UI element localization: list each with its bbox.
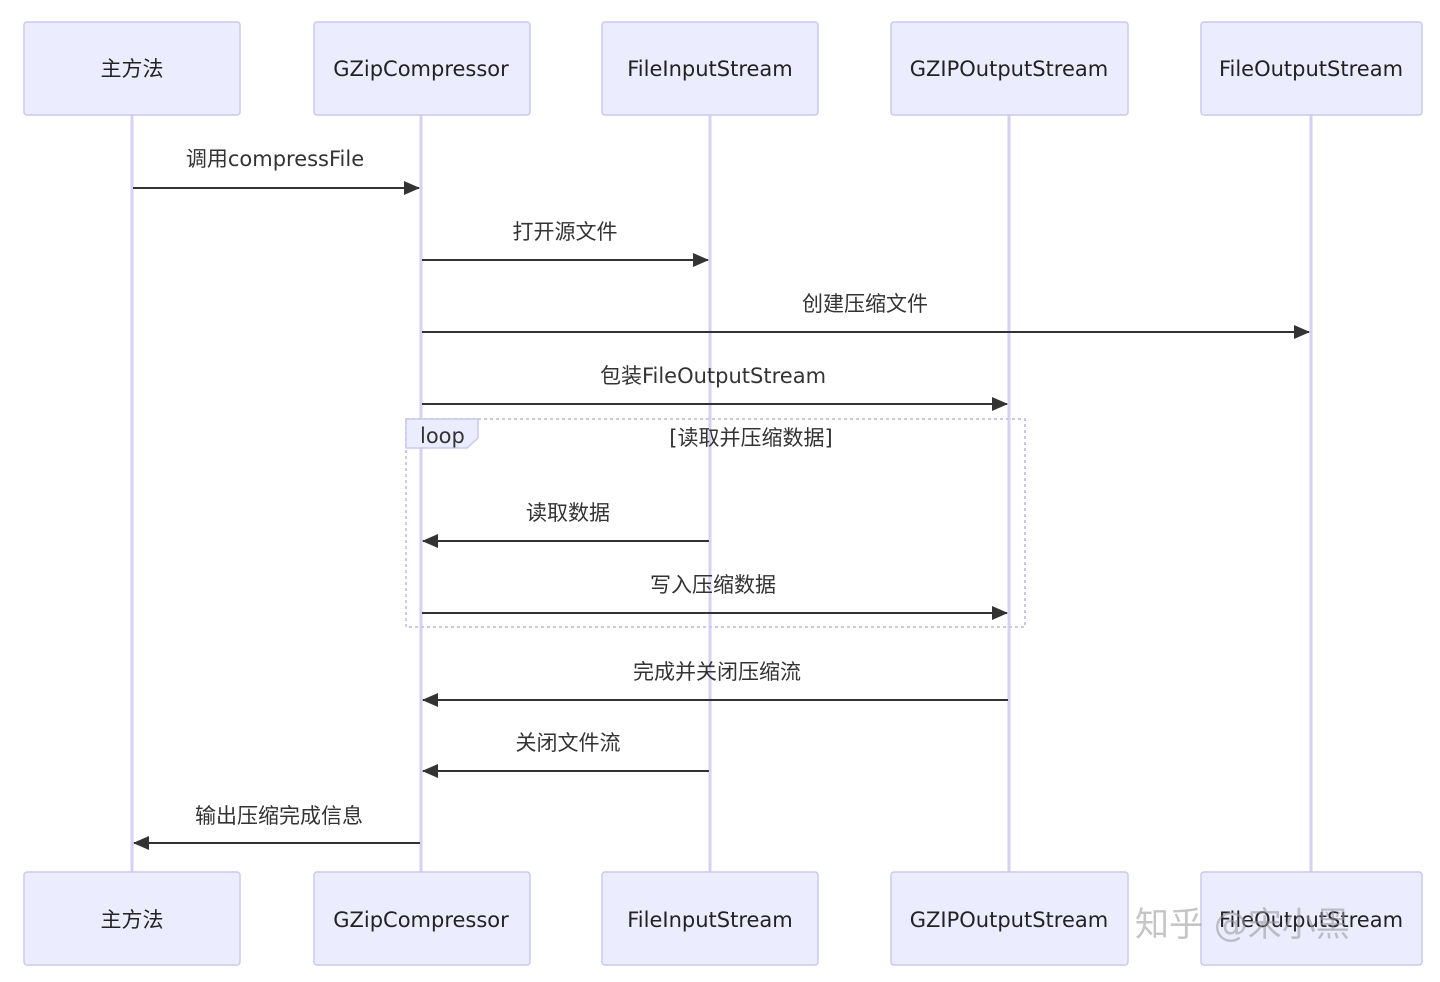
loop-tab	[405, 418, 479, 449]
actor-label: GZIPOutputStream	[910, 57, 1108, 81]
message-label: 调用compressFile	[186, 147, 364, 171]
lifelines	[130, 115, 1313, 872]
watermark: 知乎 @宋小黑	[1135, 905, 1350, 945]
message-1: 调用compressFile	[133, 147, 420, 195]
actor-label: FileOutputStream	[1219, 908, 1403, 932]
actor-label: FileInputStream	[627, 57, 793, 81]
actor-box-fis: FileInputStream	[601, 21, 819, 116]
message-label: 包装FileOutputStream	[600, 364, 826, 388]
message-label: 关闭文件流	[516, 731, 621, 755]
loop-condition: [读取并压缩数据]	[669, 426, 832, 450]
message-8: 关闭文件流	[422, 731, 709, 778]
actor-box-fis-bottom: FileInputStream	[601, 871, 819, 966]
actor-label: FileInputStream	[627, 908, 793, 932]
actor-box-main-bottom: 主方法	[23, 871, 241, 966]
loop-border	[405, 418, 1026, 628]
actor-label: GZipCompressor	[333, 57, 509, 81]
actor-box-gzc: GZipCompressor	[313, 21, 531, 116]
message-7: 完成并关闭压缩流	[422, 660, 1008, 707]
message-label: 读取数据	[526, 501, 610, 525]
actors-bottom: 主方法 GZipCompressor FileInputStream GZIPO…	[23, 871, 1423, 966]
actor-box-gos: GZIPOutputStream	[890, 21, 1129, 116]
actor-box-fos: FileOutputStream	[1200, 21, 1423, 116]
actor-label: FileOutputStream	[1219, 57, 1403, 81]
message-label: 完成并关闭压缩流	[633, 660, 801, 684]
message-label: 创建压缩文件	[802, 292, 928, 316]
message-9: 输出压缩完成信息	[133, 804, 420, 850]
message-5: 读取数据	[422, 501, 709, 548]
actor-box-main: 主方法	[23, 21, 241, 116]
actor-label: GZipCompressor	[333, 908, 509, 932]
actor-label: GZIPOutputStream	[910, 908, 1108, 932]
message-label: 输出压缩完成信息	[195, 804, 363, 828]
actor-label: 主方法	[101, 57, 164, 81]
actor-box-gos-bottom: GZIPOutputStream	[890, 871, 1129, 966]
message-4: 包装FileOutputStream	[422, 364, 1008, 411]
message-label: 打开源文件	[513, 220, 618, 244]
message-6: 写入压缩数据	[422, 573, 1008, 620]
loop-frame: loop [读取并压缩数据]	[405, 418, 1026, 628]
actors-top: 主方法 GZipCompressor FileInputStream GZIPO…	[23, 21, 1423, 116]
actor-box-fos-bottom: FileOutputStream	[1200, 871, 1423, 966]
message-2: 打开源文件	[422, 220, 709, 267]
actor-box-gzc-bottom: GZipCompressor	[313, 871, 531, 966]
message-3: 创建压缩文件	[422, 292, 1310, 339]
loop-keyword: loop	[420, 424, 465, 448]
message-label: 写入压缩数据	[650, 573, 776, 597]
actor-label: 主方法	[101, 908, 164, 932]
messages: 调用compressFile 打开源文件 创建压缩文件 包装FileOutput…	[133, 147, 1310, 850]
